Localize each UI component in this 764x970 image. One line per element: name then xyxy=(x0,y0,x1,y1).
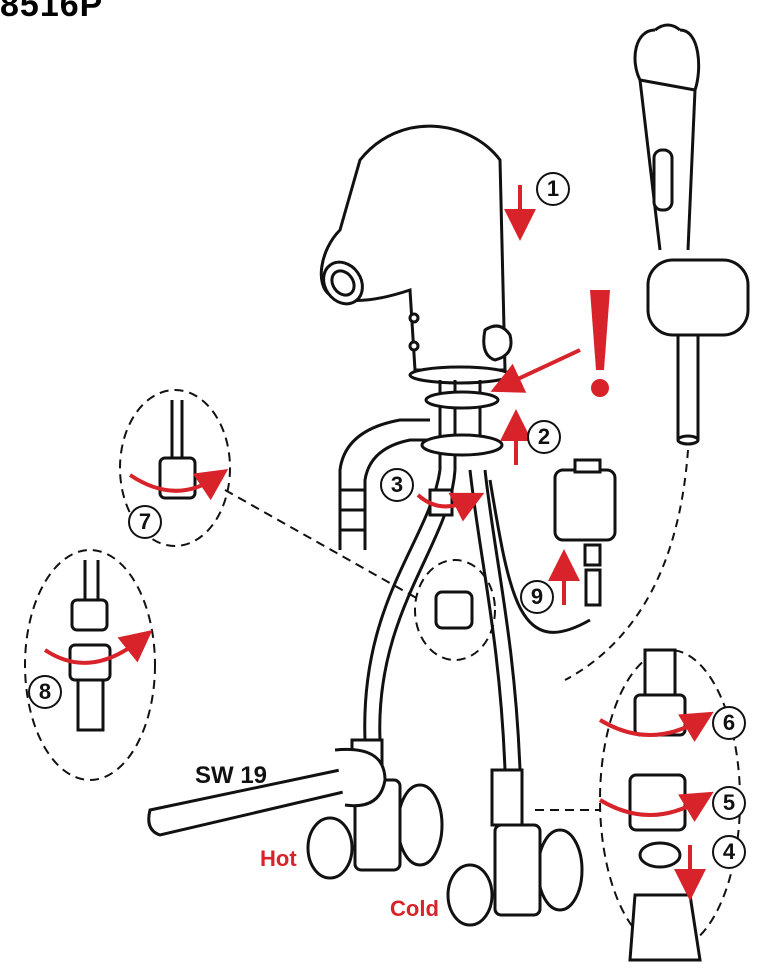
step-4: 4 xyxy=(712,835,746,869)
hand-shower xyxy=(633,23,701,251)
step-1: 1 xyxy=(536,172,570,206)
step-9: 9 xyxy=(520,580,554,614)
step-6: 6 xyxy=(712,706,746,740)
shower-hose xyxy=(564,449,689,681)
faucet-body xyxy=(319,124,513,470)
step-2: 2 xyxy=(527,420,561,454)
sink-edge xyxy=(338,418,430,550)
step-3: 3 xyxy=(380,468,414,502)
hot-label: Hot xyxy=(260,846,297,871)
step-7: 7 xyxy=(128,505,162,539)
cold-valve xyxy=(446,768,584,927)
detail-7-nut xyxy=(158,400,197,500)
step-5: 5 xyxy=(712,786,746,820)
red-arrows xyxy=(43,185,714,901)
control-box xyxy=(553,458,617,607)
warning-exclamation-icon xyxy=(590,290,610,397)
wrench xyxy=(147,747,387,837)
hose-nut xyxy=(434,590,474,630)
step-8: 8 xyxy=(28,675,62,709)
model-title: 8516P xyxy=(0,0,104,24)
wrench-size-label: SW 19 xyxy=(195,762,268,789)
detail-8-nut xyxy=(68,560,112,732)
shower-holder xyxy=(646,258,750,446)
cold-label: Cold xyxy=(390,896,439,921)
